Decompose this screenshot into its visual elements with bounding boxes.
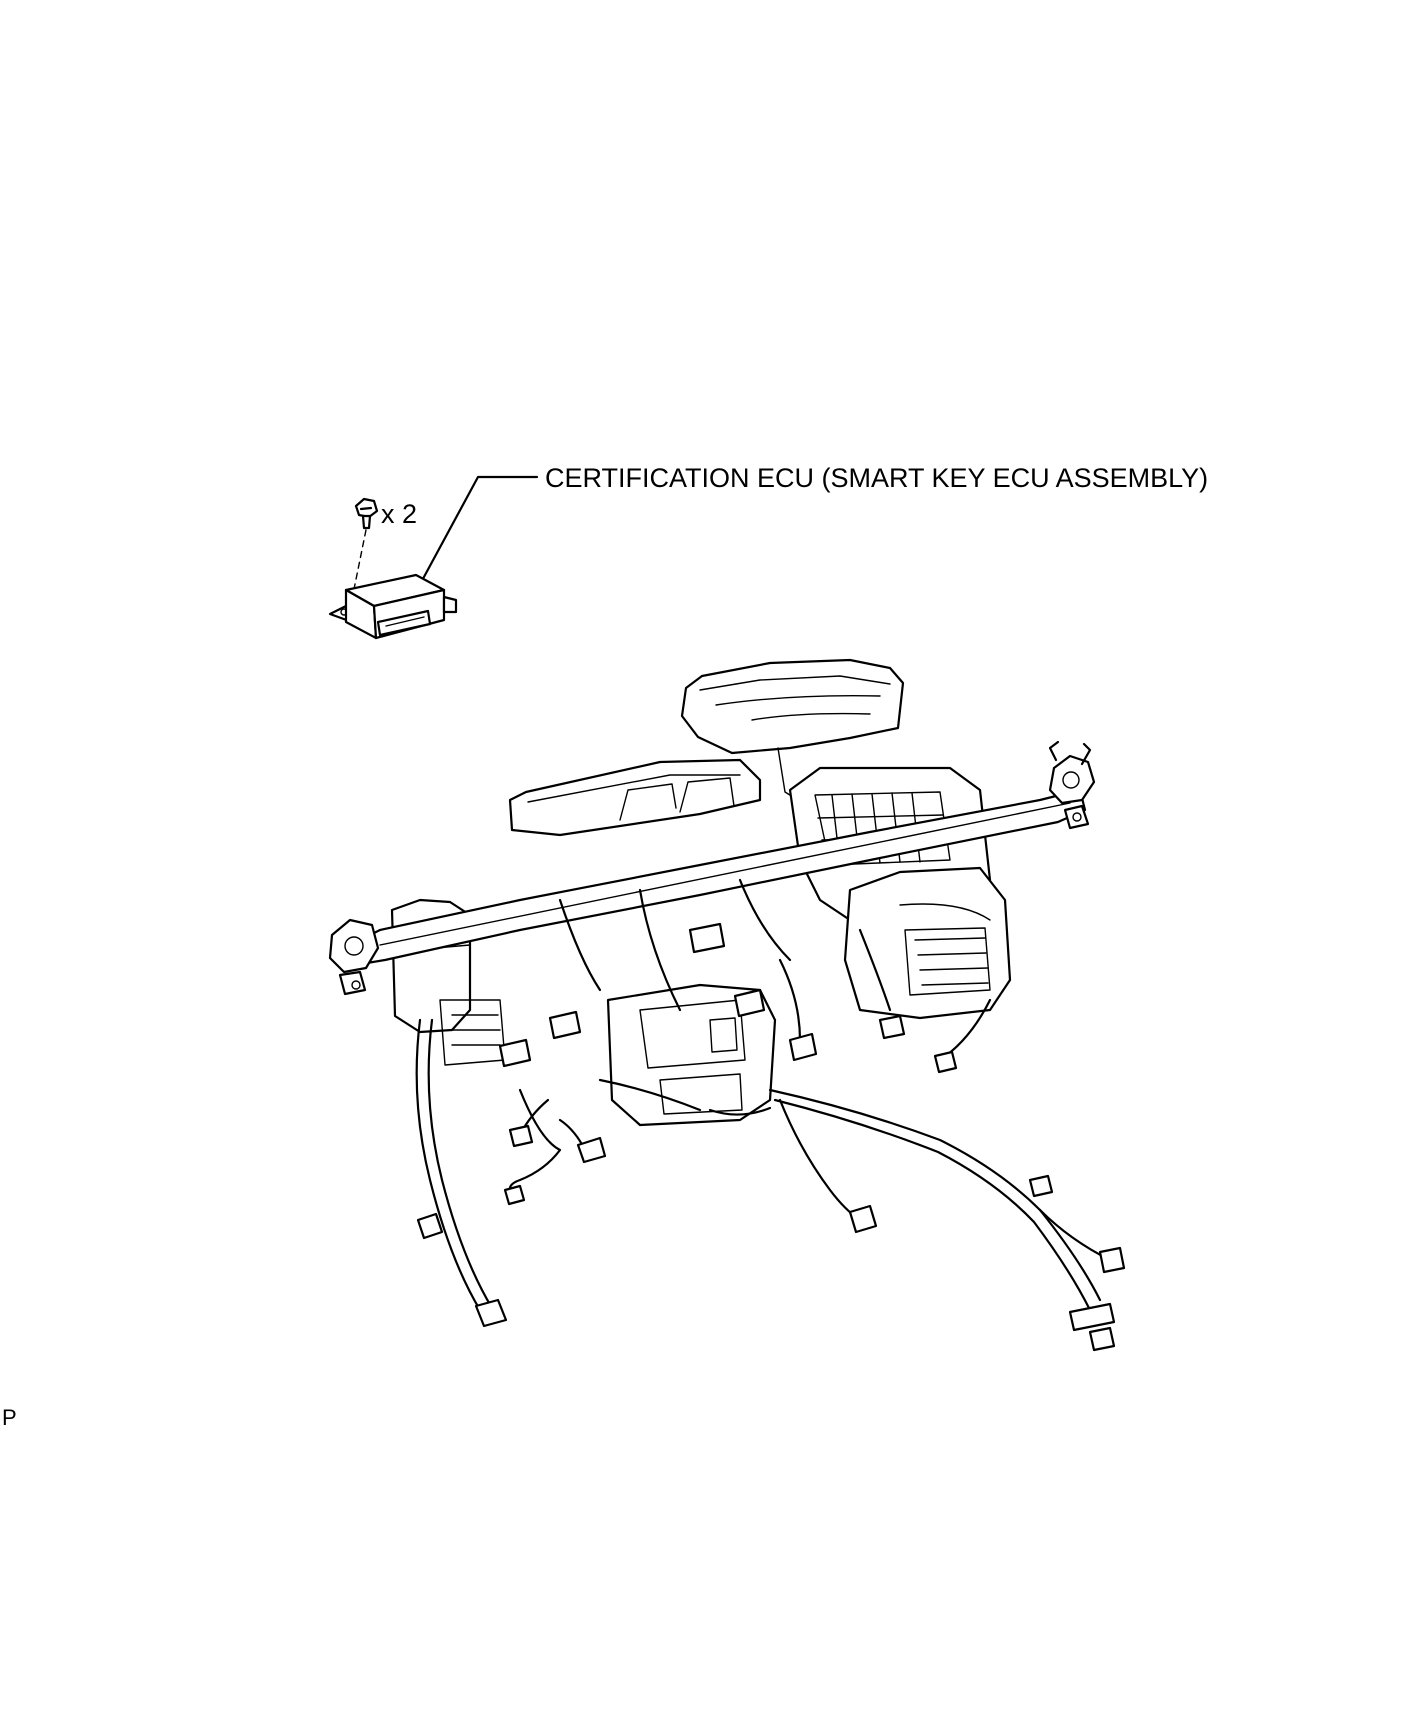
callout-leader-line — [416, 475, 539, 590]
callout-label: CERTIFICATION ECU (SMART KEY ECU ASSEMBL… — [545, 463, 1208, 493]
ecu-module-icon — [328, 573, 458, 640]
illustration-code: P — [2, 1405, 17, 1430]
bolt-quantity-label: x 2 — [381, 499, 417, 529]
bolt-icon — [350, 497, 379, 605]
instrument-panel-assembly-illustration — [328, 658, 1126, 1352]
